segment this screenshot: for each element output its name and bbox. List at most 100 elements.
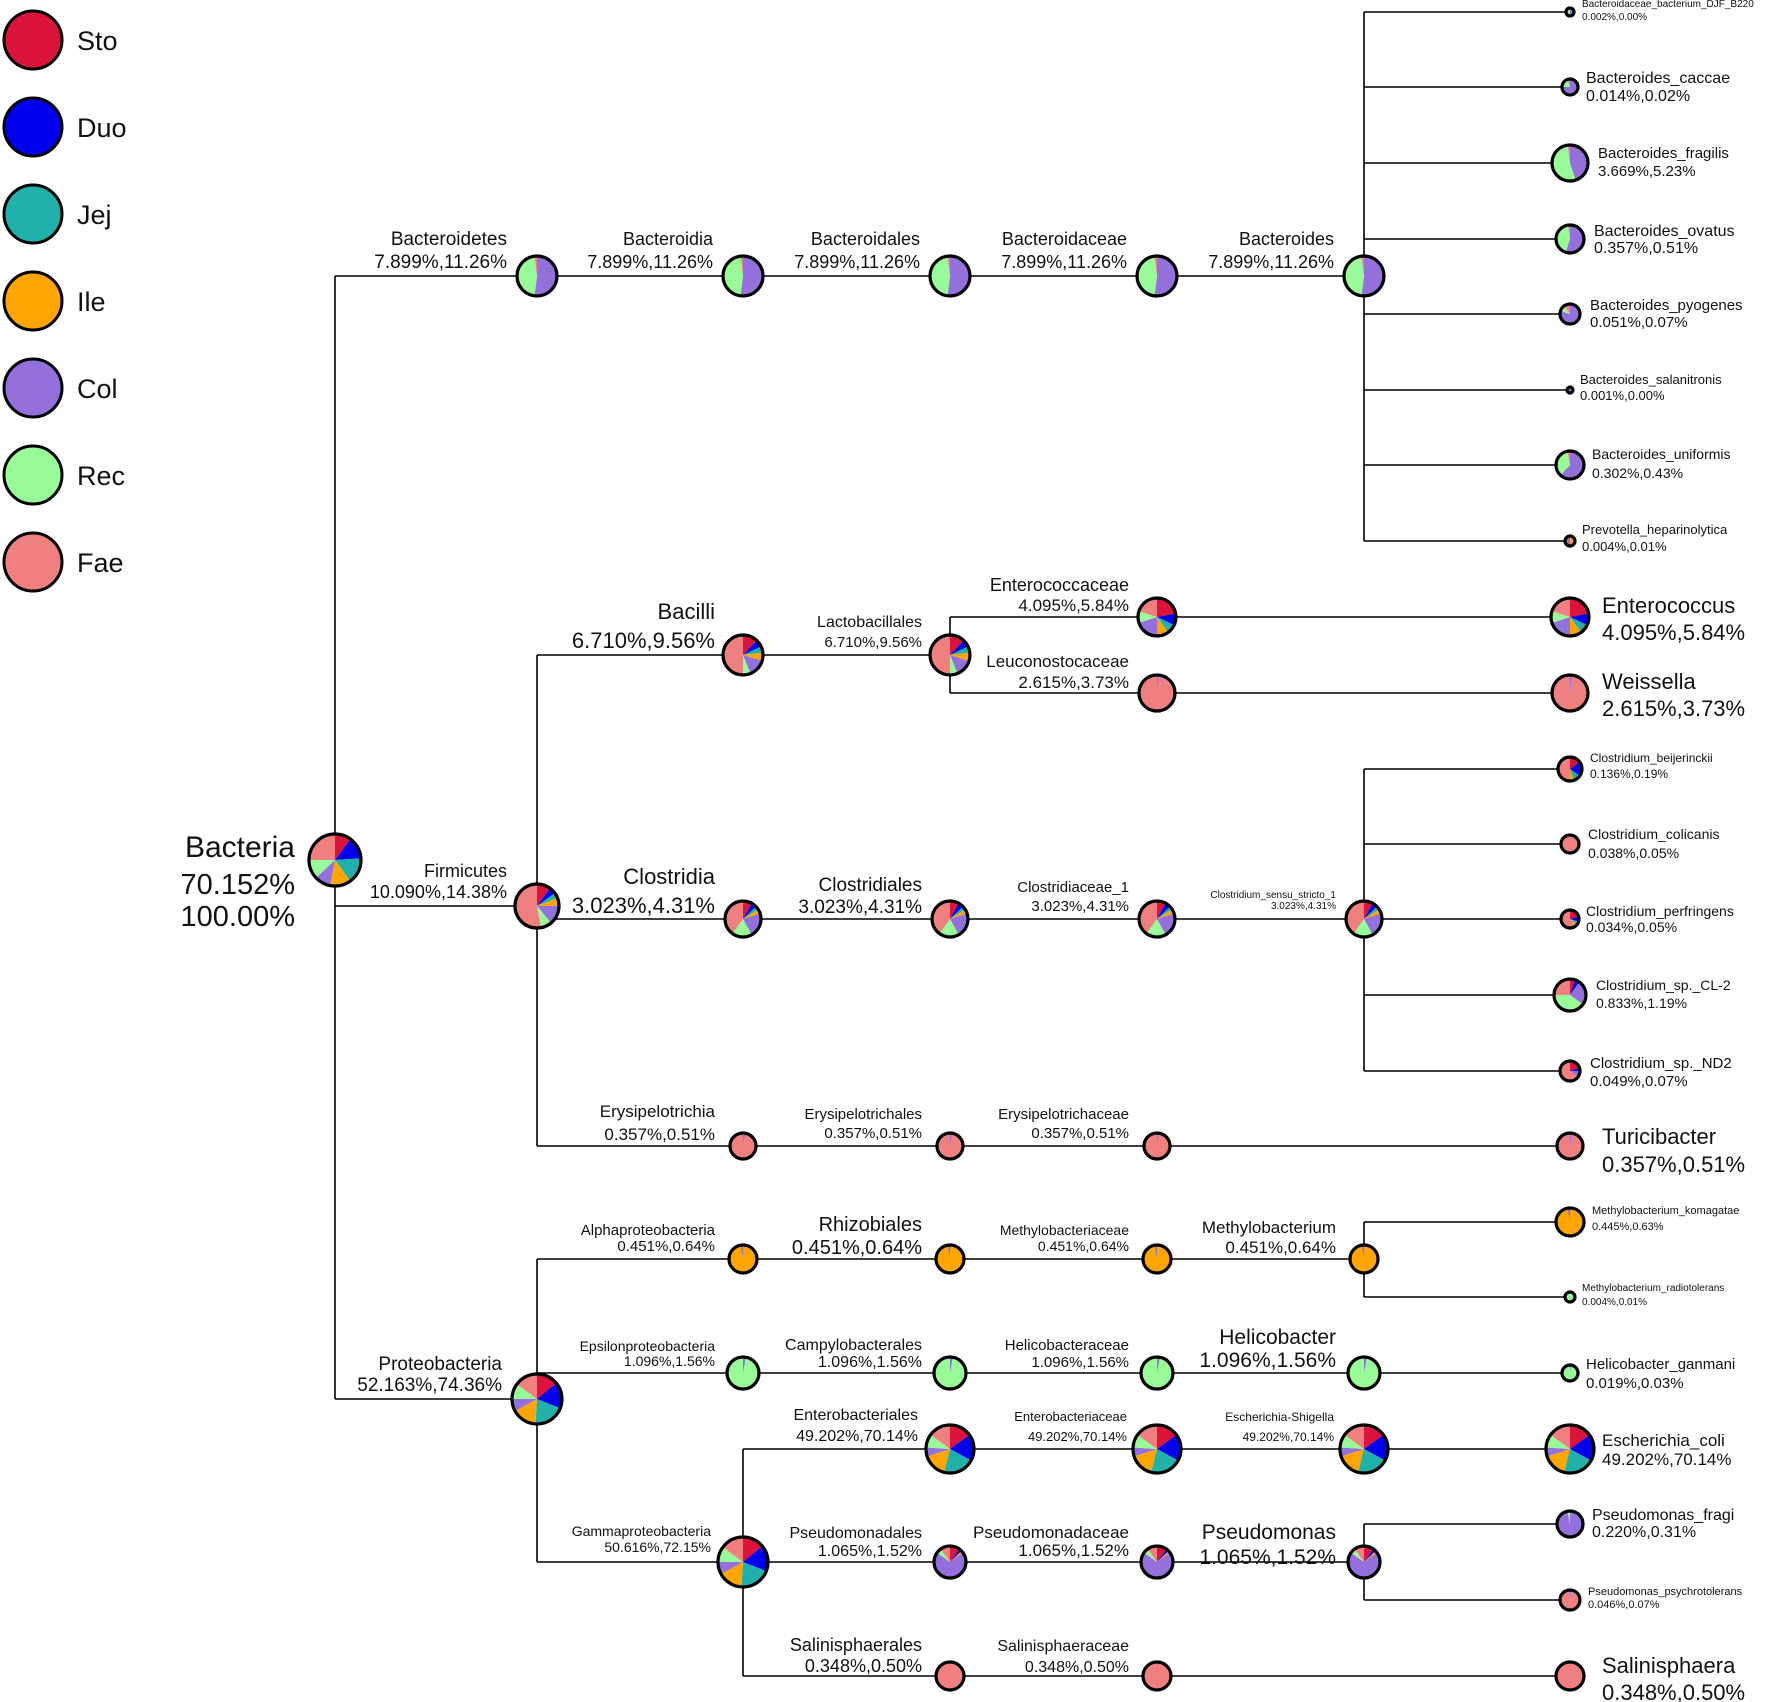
- pie-outline: [924, 1423, 976, 1475]
- pie-slice-ile: [1341, 1449, 1364, 1473]
- pie-slice-jej: [1364, 906, 1380, 919]
- pie-slice-sto: [335, 834, 351, 860]
- pie-slice-ile: [950, 909, 968, 919]
- taxon-name: Pseudomonadaceae: [973, 1523, 1129, 1542]
- pie-node-pseudomonas: [1346, 1544, 1382, 1580]
- pie-slice-fae: [729, 1133, 756, 1159]
- pie-slice-fae: [947, 256, 950, 276]
- pie-outline: [1563, 534, 1577, 548]
- taxon-abundance: 0.451%,0.64%: [1038, 1238, 1129, 1254]
- pie-slice-col: [926, 1447, 950, 1457]
- taxon-abundance: 4.095%,5.84%: [1018, 596, 1129, 615]
- pie-node-gammaproteobacteria: [716, 1535, 770, 1589]
- pie-slice-duo: [1570, 979, 1580, 995]
- taxon-name: Salinisphaera: [1602, 1653, 1736, 1678]
- taxon-abundance: 0.302%,0.43%: [1592, 465, 1683, 481]
- pie-slice-col: [1138, 617, 1157, 636]
- pie-slice-rec: [1546, 1434, 1570, 1449]
- pie-outline: [1556, 755, 1584, 783]
- taxon-abundance: 49.202%,70.14%: [796, 1428, 918, 1445]
- pie-slice-sto: [950, 1546, 960, 1562]
- taxon-abundance: 0.357%,0.51%: [1594, 240, 1698, 257]
- pie-slice-ile: [1547, 1449, 1570, 1473]
- label-c_sp_cl2: Clostridium_sp._CL-20.833%,1.19%: [1596, 977, 1731, 1011]
- pie-slice-rec: [1562, 79, 1570, 87]
- taxon-name: Pseudomonas_psychrotolerans: [1588, 1586, 1743, 1598]
- legend-label: Duo: [77, 113, 127, 143]
- taxon-abundance: 0.451%,0.64%: [1225, 1238, 1336, 1257]
- pie-outline: [1560, 1363, 1580, 1383]
- pie-outline: [1344, 899, 1384, 939]
- taxon-name: Bacteroides_pyogenes: [1590, 297, 1743, 314]
- pie-slice-fae: [1551, 598, 1570, 617]
- pie-slice-rec: [723, 256, 743, 296]
- pie-node-erysipelotrichaceae: [1142, 1131, 1172, 1161]
- pie-slice-jej: [950, 646, 970, 655]
- pie-slice-fae: [1561, 835, 1579, 853]
- pie-slice-jej: [537, 893, 558, 906]
- pie-outline: [510, 1372, 564, 1426]
- pie-outline: [934, 1660, 966, 1692]
- node-labels: Bacteria70.152%100.00%Bacteroidetes7.899…: [181, 0, 1755, 1702]
- pie-slice-col: [1154, 1245, 1157, 1259]
- pie-slice-rec: [1351, 1549, 1364, 1562]
- pie-slice-rec: [1340, 1434, 1364, 1449]
- pie-outline: [725, 1355, 761, 1391]
- pie-slice-col: [1570, 145, 1588, 181]
- pie-slice-col: [743, 1133, 746, 1146]
- pie-slice-fae: [1567, 79, 1570, 87]
- pie-outline: [1139, 1355, 1175, 1391]
- taxon-name: Clostridium_beijerinckii: [1590, 751, 1713, 765]
- pie-node-enterobacteriales: [924, 1423, 976, 1475]
- pie-slice-ile: [1157, 909, 1175, 919]
- legend-label: Fae: [77, 548, 124, 578]
- taxon-abundance: 1.096%,1.56%: [1031, 1354, 1129, 1371]
- pie-slice-duo: [537, 888, 555, 906]
- taxon-name: Enterococcus: [1602, 593, 1735, 618]
- pie-node-bacteria: [307, 832, 363, 888]
- pie-node-helicobacter: [1346, 1355, 1382, 1391]
- pie-slice-ile: [1349, 1245, 1378, 1273]
- pie-outline: [1338, 1423, 1390, 1475]
- taxon-abundance: 0.001%,0.00%: [1580, 388, 1665, 403]
- pie-slice-fae: [1552, 675, 1588, 711]
- taxon-name: Alphaproteobacteria: [581, 1222, 716, 1239]
- taxon-name: Turicibacter: [1602, 1124, 1716, 1149]
- pie-node-b_djf: [1564, 6, 1576, 18]
- taxon-abundance: 0.445%,0.63%: [1592, 1221, 1664, 1233]
- pie-slice-ile: [950, 652, 970, 662]
- pie-node-salinisphaeraceae: [1141, 1660, 1173, 1692]
- pie-slice-col: [1570, 1133, 1573, 1146]
- pie-node-enterococcaceae: [1136, 596, 1178, 638]
- pie-slice-col: [1546, 1447, 1570, 1457]
- pie-slice-rec: [309, 860, 335, 878]
- pie-slice-col: [1570, 1590, 1572, 1600]
- pie-slice-ile: [1364, 909, 1382, 919]
- pie-outline: [1564, 6, 1576, 18]
- taxon-name: Helicobacter_ganmani: [1586, 1356, 1735, 1373]
- taxon-name: Weissella: [1602, 669, 1697, 694]
- taxon-abundance: 0.348%,0.50%: [1025, 1659, 1129, 1676]
- pie-node-b_pyogenes: [1558, 302, 1582, 326]
- pie-outline: [1346, 1544, 1382, 1580]
- taxon-name: Pseudomonas_fragi: [1592, 1507, 1734, 1524]
- pie-slice-col: [1570, 675, 1573, 693]
- pie-slice-fae: [936, 1133, 963, 1159]
- pie-slice-col: [1361, 256, 1384, 296]
- pie-outline: [1560, 77, 1580, 97]
- pie-node-b_caccae: [1560, 77, 1580, 97]
- taxon-name: Bacteroidaceae: [1002, 229, 1127, 249]
- taxon-abundance: 70.152%: [181, 869, 296, 901]
- pie-outline: [1346, 1355, 1382, 1391]
- pie-slice-duo: [1570, 613, 1589, 626]
- pie-node-c_perfringens: [1559, 908, 1581, 930]
- pie-outline: [515, 254, 559, 298]
